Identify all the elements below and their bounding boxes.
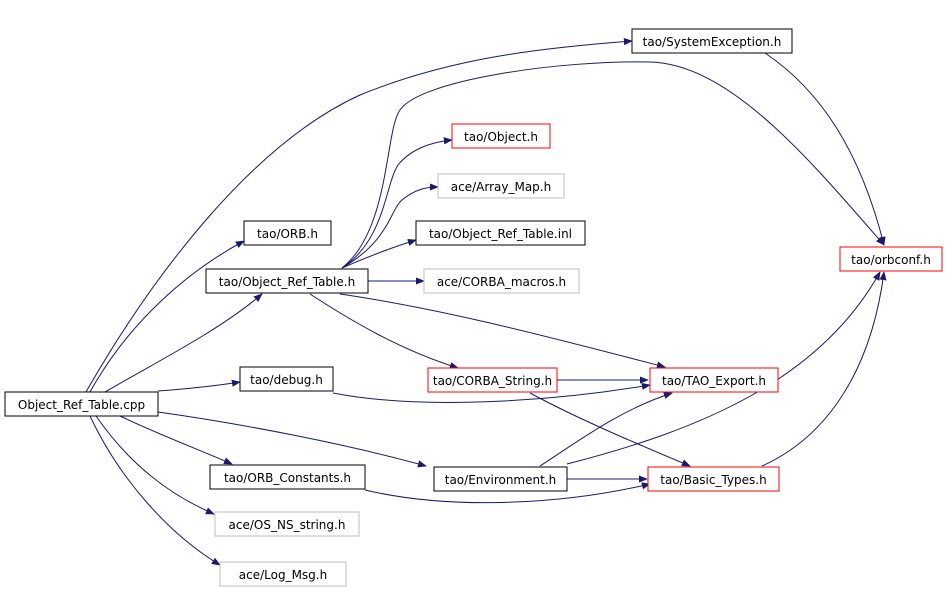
node-basic-types-label: tao/Basic_Types.h [660,473,766,487]
node-debug[interactable]: tao/debug.h [239,366,334,392]
node-object-ref-table-h[interactable]: tao/Object_Ref_Table.h [205,268,369,294]
node-environment-label: tao/Environment.h [445,473,557,487]
edge-root-to-object-ref-table-h [104,293,263,393]
edge-root-to-log-msg [89,415,221,566]
node-debug-label: tao/debug.h [250,373,323,387]
node-tao-export-label: tao/TAO_Export.h [662,374,766,388]
edge-system-exception-to-orbconf [764,52,886,246]
node-orb-label: tao/ORB.h [257,227,318,241]
node-object-ref-table-inl-box [415,220,586,246]
node-os-ns-string-label: ace/OS_NS_string.h [229,518,346,532]
edge-ort-to-corba-string [309,293,459,370]
node-orbconf-box [839,246,943,272]
nodes: Object_Ref_Table.cpp tao/SystemException… [4,28,943,587]
node-log-msg[interactable]: ace/Log_Msg.h [219,561,347,587]
edge-basic-types-to-orbconf [761,271,887,467]
edge-root-to-orb-constants [119,415,233,465]
node-corba-macros-box [423,268,580,294]
node-os-ns-string[interactable]: ace/OS_NS_string.h [214,511,360,537]
node-array-map[interactable]: ace/Array_Map.h [437,173,565,199]
node-orb-box [243,220,332,246]
node-orb-constants-box [209,464,366,490]
node-system-exception[interactable]: tao/SystemException.h [631,28,793,54]
node-corba-macros[interactable]: ace/CORBA_macros.h [423,268,580,294]
edge-ort-to-tao-export [339,293,666,369]
edge-orb-constants-to-basic-types [364,482,651,504]
node-object-ref-table-h-label: tao/Object_Ref_Table.h [219,275,355,289]
edge-environment-to-tao-export [539,392,673,467]
node-log-msg-box [219,561,347,587]
node-object-ref-table-inl[interactable]: tao/Object_Ref_Table.inl [415,220,586,246]
node-object-box [451,123,551,149]
node-os-ns-string-box [214,511,360,537]
node-orb[interactable]: tao/ORB.h [243,220,332,246]
node-object-label: tao/Object.h [464,130,538,144]
node-object-ref-table-inl-label: tao/Object_Ref_Table.inl [429,227,572,241]
edge-environment-to-orbconf [566,271,881,465]
node-tao-export-box [649,367,779,393]
edges [85,38,887,566]
edge-ort-to-inl [341,238,417,269]
node-object-ref-table-h-box [205,268,369,294]
node-environment-box [433,466,568,492]
edge-ort-to-object [341,137,453,269]
edge-root-to-debug [157,379,241,392]
node-corba-macros-label: ace/CORBA_macros.h [437,275,566,289]
node-corba-string-label: tao/CORBA_String.h [433,374,552,388]
edge-ort-to-array-map [341,183,439,269]
node-log-msg-label: ace/Log_Msg.h [239,568,327,582]
node-array-map-box [437,173,565,199]
edge-ort-to-orbconf [341,61,885,269]
node-debug-box [239,366,334,392]
node-orbconf-label: tao/orbconf.h [851,253,931,267]
node-basic-types[interactable]: tao/Basic_Types.h [647,466,780,492]
edge-root-to-orb [89,240,245,393]
node-object[interactable]: tao/Object.h [451,123,551,149]
edge-corba-string-to-basic-types [529,392,691,467]
node-array-map-label: ace/Array_Map.h [451,180,551,194]
node-corba-string-box [427,367,558,393]
edge-root-to-os-ns-string [95,415,215,515]
node-root-label: Object_Ref_Table.cpp [18,398,145,412]
node-corba-string[interactable]: tao/CORBA_String.h [427,367,558,393]
node-basic-types-box [647,466,780,492]
node-orbconf[interactable]: tao/orbconf.h [839,246,943,272]
node-orb-constants[interactable]: tao/ORB_Constants.h [209,464,366,490]
node-system-exception-label: tao/SystemException.h [643,35,782,49]
edge-root-to-environment [157,411,427,468]
node-environment[interactable]: tao/Environment.h [433,466,568,492]
node-tao-export[interactable]: tao/TAO_Export.h [649,367,779,393]
edge-debug-to-tao-export [332,382,651,403]
edge-root-to-system-exception [85,38,633,393]
node-root-file[interactable]: Object_Ref_Table.cpp [4,391,159,417]
node-orb-constants-label: tao/ORB_Constants.h [224,471,351,485]
node-root-box [4,391,159,417]
node-system-exception-box [631,28,793,54]
